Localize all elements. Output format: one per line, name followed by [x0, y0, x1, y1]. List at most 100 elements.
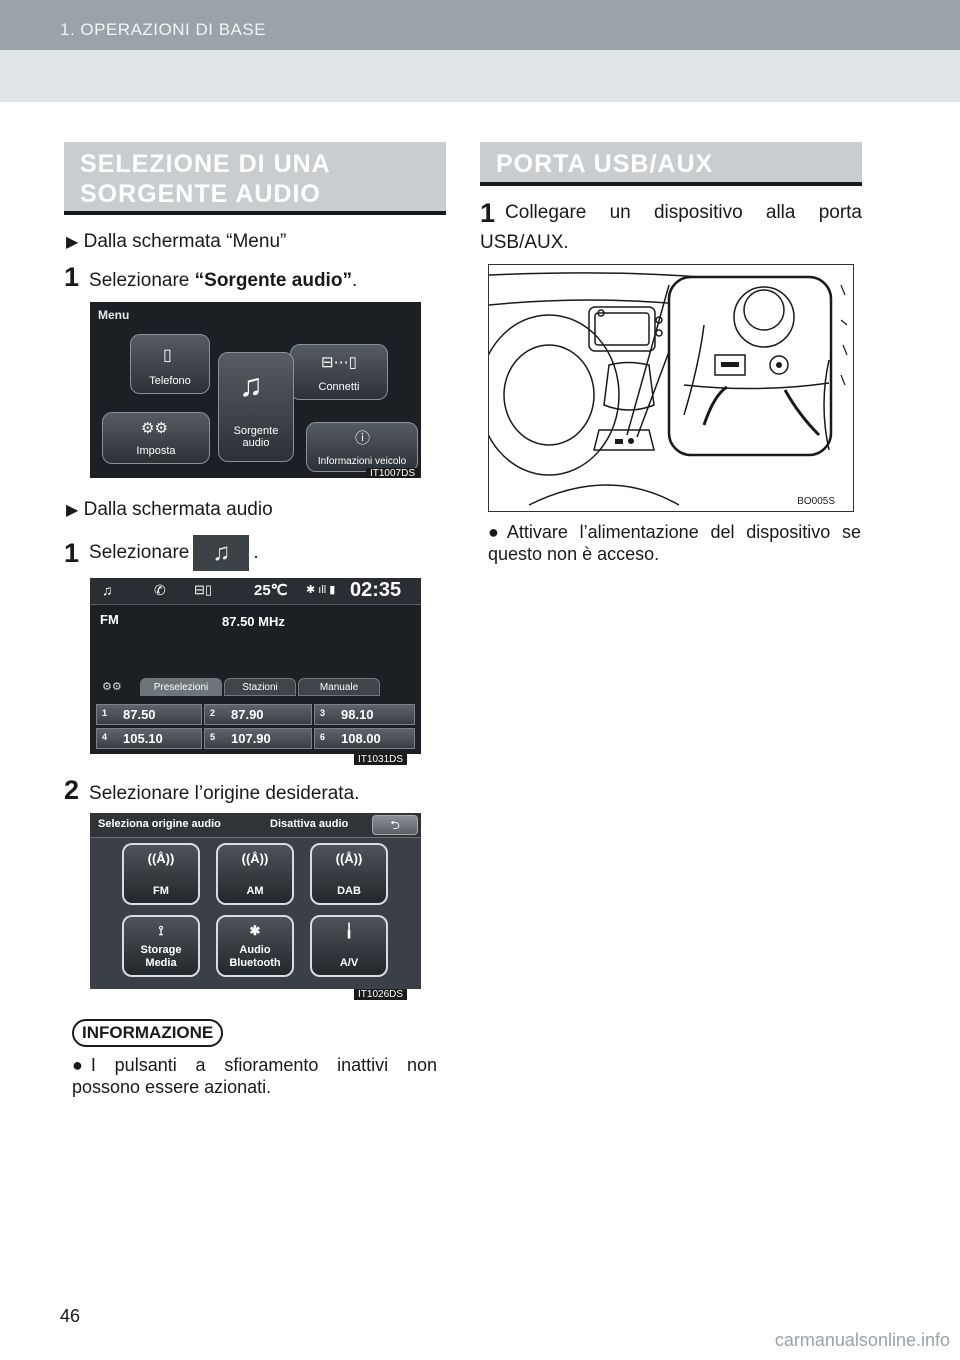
from-menu-line: ▶ Dalla schermata “Menu” [66, 231, 286, 253]
tile-label: Telefono [149, 375, 191, 387]
step-number: 1 [480, 198, 496, 228]
source-select-screen-image: Seleziona origine audio Disattiva audio … [90, 813, 421, 989]
bluetooth-icon: ✱ [249, 923, 261, 938]
music-note-icon: ♫ [102, 582, 113, 598]
section-title-line2: SORGENTE AUDIO [80, 180, 321, 208]
step-number: 1 [64, 537, 80, 568]
preset-value: 108.00 [341, 731, 381, 746]
tile-imposta: ⚙⚙ Imposta [102, 412, 210, 464]
chapter-header-bar: 1. OPERAZIONI DI BASE [0, 0, 960, 50]
source-fm: ((Å)) FM [122, 843, 200, 905]
watermark: carmanualsonline.info [774, 1330, 950, 1350]
usb-step1-line: 1 Collegare un dispositivo alla porta US… [480, 198, 862, 258]
tab-manuale: Manuale [298, 678, 380, 696]
source-dab: ((Å)) DAB [310, 843, 388, 905]
source-label: Audio Bluetooth [229, 944, 281, 969]
step-end: . [253, 542, 259, 563]
round-bullet-icon: ● [72, 1055, 83, 1075]
frequency-readout: 87.50 MHz [222, 614, 285, 629]
signal-battery-icon: ✱ ıll ▮ [306, 584, 336, 596]
preset-button: 6 108.00 [314, 728, 415, 749]
step-bold-text: “Sorgente audio” [194, 270, 352, 291]
radio-screen-image: ♫ ✆ ⊟▯ 25℃ ✱ ıll ▮ 02:35 FM 87.50 MHz ⚙⚙… [90, 578, 421, 754]
figure-code: BO005S [797, 496, 835, 507]
step2-line: 2 Selezionare l’origine desiderata. [64, 775, 359, 806]
preset-value: 107.90 [231, 731, 271, 746]
preset-value: 98.10 [341, 707, 374, 722]
step-text: Selezionare [89, 270, 195, 291]
tile-sorgente-audio: ♫ Sorgente audio [218, 352, 294, 462]
antenna-icon: ((Å)) [335, 851, 363, 866]
step-text: Collegare un dispositivo alla porta USB/… [480, 202, 862, 253]
source-label: AM [246, 885, 264, 897]
info-bullet: ● I pulsanti a sfioramento inattivi non … [72, 1054, 437, 1098]
settings-icon: ⚙⚙ [102, 681, 122, 693]
preset-number: 4 [102, 732, 108, 742]
section-title-line1: SELEZIONE DI UNA [80, 150, 331, 178]
dashboard-usb-illustration: BO005S [478, 264, 854, 512]
source-audio-bluetooth: ✱ Audio Bluetooth [216, 915, 294, 977]
preset-value: 87.90 [231, 707, 264, 722]
usb-bullet: ● Attivare l’alimentazione del dispositi… [488, 521, 861, 565]
page-number: 46 [60, 1306, 81, 1326]
antenna-icon: ((Å)) [241, 851, 269, 866]
round-bullet-icon: ● [488, 522, 499, 542]
tile-label: Sorgente audio [233, 425, 279, 449]
figure-code: IT1031DS [354, 754, 408, 765]
info-icon: ⓘ [355, 430, 371, 447]
source-label: Storage Media [140, 944, 182, 969]
source-title-bar: Seleziona origine audio Disattiva audio … [90, 813, 421, 838]
step-number: 2 [64, 775, 80, 805]
preset-button: 4 105.10 [96, 728, 202, 749]
tile-informazioni-veicolo: ⓘ Informazioni veicolo [306, 422, 418, 472]
source-label: A/V [339, 957, 359, 969]
from-audio-text: Dalla schermata audio [83, 499, 273, 520]
figure-code: IT1026DS [354, 989, 408, 1000]
step-number: 1 [64, 262, 80, 292]
phone-icon: ▯ [163, 347, 172, 364]
phone-handset-icon: ✆ [154, 582, 166, 598]
clock-readout: 02:35 [350, 579, 402, 601]
triangle-bullet-icon: ▶ [66, 234, 79, 251]
figure-code: IT1007DS [365, 468, 419, 478]
preset-number: 2 [210, 708, 216, 718]
source-av: ╽ A/V [310, 915, 388, 977]
preset-number: 6 [320, 732, 326, 742]
info-tag: INFORMAZIONE [72, 1019, 224, 1047]
source-screen-title: Seleziona origine audio [98, 818, 221, 830]
audio-off-button: Disattiva audio [270, 818, 349, 830]
menu-screen-title: Menu [98, 308, 130, 322]
antenna-icon: ((Å)) [147, 851, 175, 866]
music-button-icon: ♫ [193, 535, 250, 571]
connect-icon: ⊟▯ [194, 582, 213, 597]
usb-bullet-text: Attivare l’alimentazione del dispositivo… [488, 522, 861, 564]
back-arrow-icon: ⮌ [372, 815, 418, 835]
tile-telefono: ▯ Telefono [130, 334, 210, 394]
section-title-audio-source: SELEZIONE DI UNA SORGENTE AUDIO [64, 142, 446, 215]
usb-icon: ⟟ [158, 923, 164, 938]
source-label: DAB [337, 885, 361, 897]
preset-value: 87.50 [123, 707, 156, 722]
info-text: I pulsanti a sfioramento inattivi non po… [72, 1055, 437, 1097]
connect-icon: ⊟⋯▯ [321, 354, 357, 371]
gear-icon: ⚙⚙ [141, 420, 168, 437]
preset-number: 5 [210, 732, 216, 742]
aux-jack-icon: ╽ [345, 923, 353, 938]
triangle-bullet-icon: ▶ [66, 502, 79, 519]
step-text: Selezionare [89, 542, 190, 563]
radio-status-bar: ♫ ✆ ⊟▯ 25℃ ✱ ıll ▮ 02:35 [90, 578, 421, 605]
band-label: FM [100, 612, 119, 627]
tile-connetti: ⊟⋯▯ Connetti [290, 344, 388, 400]
step-text: Selezionare l’origine desiderata. [89, 783, 360, 804]
source-am: ((Å)) AM [216, 843, 294, 905]
section-title-usb-aux: PORTA USB/AUX [480, 142, 862, 186]
temperature-readout: 25℃ [254, 582, 288, 599]
source-label: FM [153, 885, 169, 897]
menu-screen-image: Menu ▯ Telefono ⊟⋯▯ Connetti ♫ Sorgente … [90, 302, 421, 478]
preset-value: 105.10 [123, 731, 163, 746]
music-note-icon: ♫ [239, 367, 263, 403]
